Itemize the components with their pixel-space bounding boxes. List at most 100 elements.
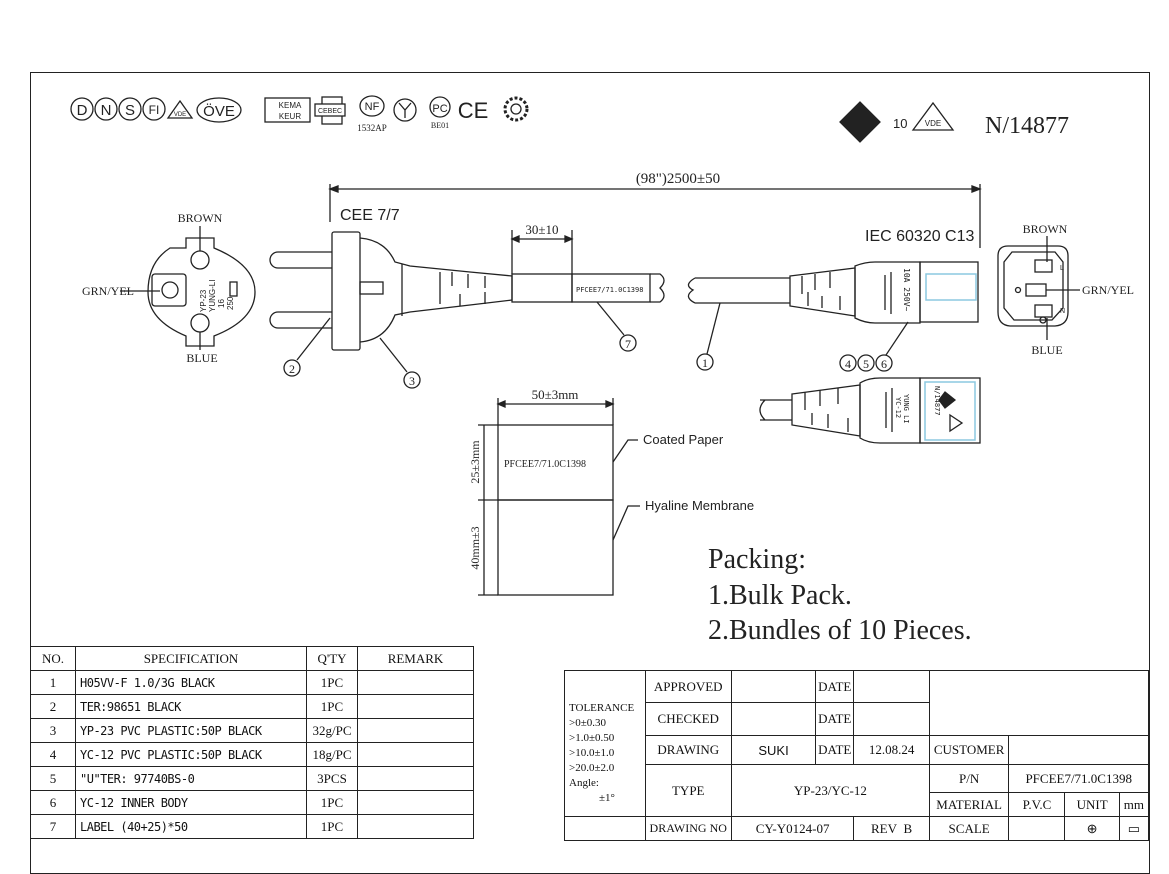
svg-text:3: 3: [409, 374, 415, 388]
svg-text:YC-12: YC-12: [894, 397, 902, 418]
coated-paper-label: Coated Paper: [643, 432, 724, 447]
approved-value: [730, 670, 817, 703]
plug-standard-label: CEE 7/7: [340, 207, 400, 224]
connector-side-view: 10A 250V~: [687, 261, 979, 324]
material-label: MATERIAL: [928, 792, 1010, 817]
company-block: [928, 670, 1150, 736]
vde-small-icon: [949, 413, 964, 433]
approved-date: [853, 670, 930, 703]
svg-text:30±10: 30±10: [525, 222, 558, 237]
svg-text:10A 250V~: 10A 250V~: [902, 268, 911, 312]
svg-text:FI: FI: [149, 103, 160, 117]
projection-symbol-icon: ⊕: [1064, 816, 1120, 841]
svg-text:2.Bundles of 10 Pieces.: 2.Bundles of 10 Pieces.: [708, 615, 972, 646]
date-label: DATE: [815, 670, 855, 703]
svg-text:D: D: [77, 102, 88, 119]
connector-front-side-view: YUNG LI YC-12 N/14877: [759, 377, 981, 444]
svg-text:VDE: VDE: [925, 119, 941, 128]
svg-text:BLUE: BLUE: [186, 351, 217, 365]
svg-text:GRN/YEL: GRN/YEL: [1082, 283, 1134, 297]
tolerance-line: >20.0±2.0: [569, 762, 615, 774]
svg-text:N/14877: N/14877: [933, 386, 941, 416]
svg-text:CEBEC: CEBEC: [318, 108, 342, 115]
callout-2: 2: [283, 359, 301, 377]
approved-label: APPROVED: [644, 670, 732, 703]
type-value: YP-23/YC-12: [730, 764, 930, 817]
svg-text:BROWN: BROWN: [178, 211, 223, 225]
row-qty: 32g/PC: [306, 718, 358, 743]
svg-text:50±3mm: 50±3mm: [532, 387, 579, 402]
svg-text:BROWN: BROWN: [1023, 222, 1068, 236]
s-mark-icon: S: [118, 97, 142, 121]
customer-label: CUSTOMER: [928, 735, 1010, 765]
row-spec: YC-12 INNER BODY: [75, 790, 307, 815]
title-block: TOLERANCE >0±0.30 >1.0±0.50 >10.0±1.0 >2…: [564, 670, 1150, 841]
row-qty: 3PCS: [306, 766, 358, 791]
tolerance-line: ±1°: [599, 792, 615, 804]
svg-text:ÖVE: ÖVE: [203, 102, 235, 120]
rev-label: REV: [871, 820, 898, 836]
table-header-row: NO. SPECIFICATION Q'TY REMARK: [30, 646, 474, 671]
callout-1: 1: [696, 353, 714, 371]
drawing-no-label: DRAWING NO: [644, 816, 732, 841]
row-no: 2: [30, 694, 76, 719]
connector-face-view: L N BROWN GRN/YEL BLUE: [997, 222, 1134, 357]
row-no: 6: [30, 790, 76, 815]
drawing-no-value: CY-Y0124-07: [730, 816, 855, 841]
vde-mark-right-icon: VDE: [911, 101, 955, 131]
svg-text:250~: 250~: [226, 292, 235, 310]
svg-text:5: 5: [863, 357, 869, 371]
nf-mark-icon: NF 1532AP: [357, 95, 387, 133]
drawing-by: SUKI: [730, 735, 817, 765]
row-remark: [357, 766, 474, 791]
svg-text:4: 4: [845, 357, 851, 371]
row-no: 7: [30, 814, 76, 839]
checked-value: [730, 702, 817, 736]
svg-text:NF: NF: [365, 101, 380, 113]
header-qty: Q'TY: [306, 646, 358, 671]
type-label: TYPE: [644, 764, 732, 817]
svg-text:YUNG LI: YUNG LI: [902, 394, 910, 424]
ove-mark-icon: ÖVE: [196, 97, 242, 123]
row-no: 4: [30, 742, 76, 767]
row-remark: [357, 814, 474, 839]
row-spec: LABEL (40+25)*50: [75, 814, 307, 839]
svg-text:10: 10: [893, 116, 907, 131]
rev-block: REV B: [853, 816, 930, 841]
svg-text:BLUE: BLUE: [1031, 343, 1062, 357]
unit-label: UNIT: [1064, 792, 1120, 817]
row-spec: YC-12 PVC PLASTIC:50P BLACK: [75, 742, 307, 767]
enec-small-icon: [938, 391, 957, 409]
svg-text:1: 1: [702, 356, 708, 370]
plug-side-view: PFCEE7/71.0C1398 30±10: [269, 222, 665, 351]
projection-cone-icon: ▭: [1118, 816, 1150, 841]
pn-label: P/N: [928, 764, 1010, 793]
svg-text:1532AP: 1532AP: [357, 123, 387, 133]
svg-text:CE: CE: [458, 98, 489, 123]
customer-value: [1008, 735, 1149, 765]
svg-text:PFCEE7/71.0C1398: PFCEE7/71.0C1398: [576, 286, 643, 294]
drawing-date: 12.08.24: [853, 735, 930, 765]
callouts: 2 3 7 1 4 5 6: [283, 301, 909, 389]
drawing-label: DRAWING: [644, 735, 732, 765]
cebec-mark-icon: CEBEC: [314, 96, 346, 125]
tolerance-line: >1.0±0.50: [569, 732, 615, 744]
n-mark-icon: N: [94, 97, 118, 121]
header-no: NO.: [30, 646, 76, 671]
svg-text:25±3mm: 25±3mm: [468, 440, 482, 484]
svg-text:PFCEE7/71.0C1398: PFCEE7/71.0C1398: [504, 459, 586, 470]
row-remark: [357, 718, 474, 743]
tolerance-spacer: [564, 816, 646, 841]
row-no: 5: [30, 766, 76, 791]
svg-text:Packing:: Packing:: [708, 544, 806, 575]
svg-text:7: 7: [625, 337, 631, 351]
unit-value: mm: [1118, 792, 1150, 817]
row-qty: 1PC: [306, 790, 358, 815]
row-spec: "U"TER: 97740BS-0: [75, 766, 307, 791]
